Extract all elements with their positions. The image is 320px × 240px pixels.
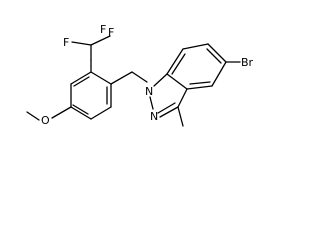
fluorine-label: F [100, 23, 106, 36]
bonds [26, 35, 241, 127]
bond-ring1-f [70, 71, 92, 85]
bond-ring1-d [70, 106, 92, 120]
bond-c4-c3a [186, 85, 213, 90]
bond-c7-c6 [182, 43, 209, 50]
bromine-label: Br [241, 56, 254, 69]
bond-n1-c7a [153, 73, 168, 87]
bond-ring1-f-inner [73, 76, 90, 87]
nitrogen-label: N [150, 110, 158, 123]
bond-c3-methyl [177, 106, 184, 127]
chemical-structure: F F F O Br N N [26, 23, 254, 127]
bond-ring-ch2 [110, 71, 133, 85]
bond-ring1-d-inner [72, 104, 89, 115]
oxygen-label: O [41, 114, 50, 127]
bond-c7a-c3a [166, 73, 188, 90]
bond-c7a-c7-inner [171, 53, 186, 75]
bond-n2-c3-inner [157, 102, 176, 114]
bond-n2-c3 [159, 106, 179, 118]
bond-ring1-a [90, 71, 112, 85]
bond-cf-left [71, 41, 92, 46]
bond-cf-right [90, 35, 111, 46]
bond-c7a-c7 [166, 48, 184, 75]
bond-c6-c5-inner [206, 48, 222, 64]
fluorine-label: F [63, 36, 69, 49]
bond-c3-c3a [177, 88, 188, 108]
bond-c6-c5 [207, 43, 227, 63]
fluorine-label: F [108, 26, 114, 39]
nitrogen-label: N [145, 85, 153, 98]
bond-n1-n2 [149, 96, 154, 110]
bond-ring1-c [90, 106, 112, 120]
bond-c5-c4 [211, 61, 227, 87]
bond-ch2-n1 [131, 71, 148, 83]
atom-labels: F F F O Br N N [41, 23, 254, 127]
bond-o-methyl [26, 111, 40, 121]
bond-c4-c3a-inner [189, 81, 211, 85]
bond-ring-o [51, 106, 72, 119]
